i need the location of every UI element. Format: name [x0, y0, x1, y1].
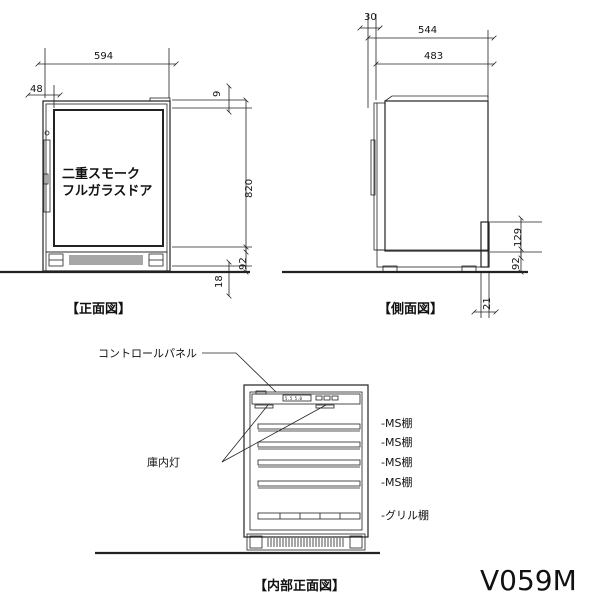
model-number: V059M — [480, 564, 577, 597]
side-foot-front — [382, 265, 398, 273]
side-view: 30 544 483 129 92 21 【側面図】 — [282, 12, 542, 318]
control-button-icon — [315, 395, 323, 401]
side-top-cap — [384, 95, 489, 102]
rear-kick-plate — [480, 221, 490, 268]
top-hinge — [149, 97, 171, 102]
interior-light-right-icon — [315, 404, 335, 409]
dim-kick-height-text: 129 — [513, 228, 524, 247]
control-panel-label: コントロールパネル — [98, 347, 197, 360]
side-door-profile — [373, 102, 386, 251]
control-panel — [251, 393, 361, 405]
interior-foot-right — [349, 535, 363, 549]
front-base-panel — [45, 251, 168, 272]
ms-shelf-2 — [257, 441, 361, 448]
dim-base-text: 92 — [238, 257, 249, 270]
lock-icon — [44, 130, 50, 136]
front-view: 二重スモーク フルガラスドア 594 48 9 820 92 18 【正面図】 — [0, 48, 255, 317]
dim-depth-body-text: 483 — [424, 51, 443, 62]
ms-shelf-label-1: -MS棚 — [381, 416, 412, 430]
ms-shelf — [257, 441, 361, 450]
interior-inner-frame — [249, 391, 363, 531]
dim-side-base-text: 92 — [511, 257, 522, 270]
ms-shelf-label-4: -MS棚 — [381, 475, 412, 489]
light-leader-right — [221, 404, 327, 463]
side-foot-rear — [461, 265, 477, 273]
front-view-caption: 【正面図】 — [66, 301, 131, 317]
interior-view: 5.5 5.0 — [95, 347, 429, 594]
interior-view-caption: 【内部正面図】 — [254, 578, 345, 594]
dim-height-text: 820 — [244, 179, 255, 198]
ms-shelf-3 — [257, 459, 361, 466]
control-button-icon — [323, 395, 331, 401]
glass-door-pane — [53, 109, 164, 247]
interior-vent-grille — [267, 538, 344, 547]
ms-shelf-label-2: -MS棚 — [381, 435, 412, 449]
grille-shelf — [257, 512, 361, 520]
door-handle — [43, 139, 51, 213]
dim-handle-text: 48 — [30, 84, 43, 95]
ms-shelf-1 — [257, 423, 361, 430]
control-display — [282, 394, 312, 402]
handle-button-icon — [43, 173, 49, 185]
side-base — [376, 249, 489, 268]
light-label: 庫内灯 — [147, 455, 180, 469]
front-vent-grille — [69, 255, 143, 265]
interior-light-left-icon — [254, 404, 274, 409]
dim-top-text: 9 — [212, 91, 223, 97]
light-leader-left — [221, 404, 269, 463]
ms-shelf — [257, 480, 361, 489]
control-panel-leader — [202, 352, 277, 393]
grille-shelf-label: -グリル棚 — [381, 508, 429, 522]
side-view-caption: 【側面図】 — [378, 301, 443, 317]
ms-shelf — [257, 459, 361, 468]
control-display-text: 5.5 5.0 — [285, 396, 302, 401]
dim-width-text: 594 — [94, 51, 113, 62]
interior-foot-left — [249, 535, 263, 549]
interior-base-panel — [246, 533, 366, 551]
dim-offset-text: 30 — [364, 12, 377, 23]
door-label-line1: 二重スモーク — [62, 166, 140, 182]
side-handle — [370, 139, 376, 196]
ms-shelf-4 — [257, 480, 361, 487]
door-label-line2: フルガラスドア — [62, 184, 152, 199]
brand-logo — [255, 390, 267, 395]
control-button-icon — [331, 395, 339, 401]
dim-depth-total-text: 544 — [418, 25, 437, 36]
ms-shelf-label-3: -MS棚 — [381, 455, 412, 469]
dim-feet-text: 18 — [214, 275, 225, 288]
dim-kick-depth-text: 21 — [482, 297, 493, 310]
side-cabinet-body — [384, 100, 489, 252]
interior-cabinet-outline — [243, 384, 369, 538]
ms-shelf — [257, 423, 361, 432]
